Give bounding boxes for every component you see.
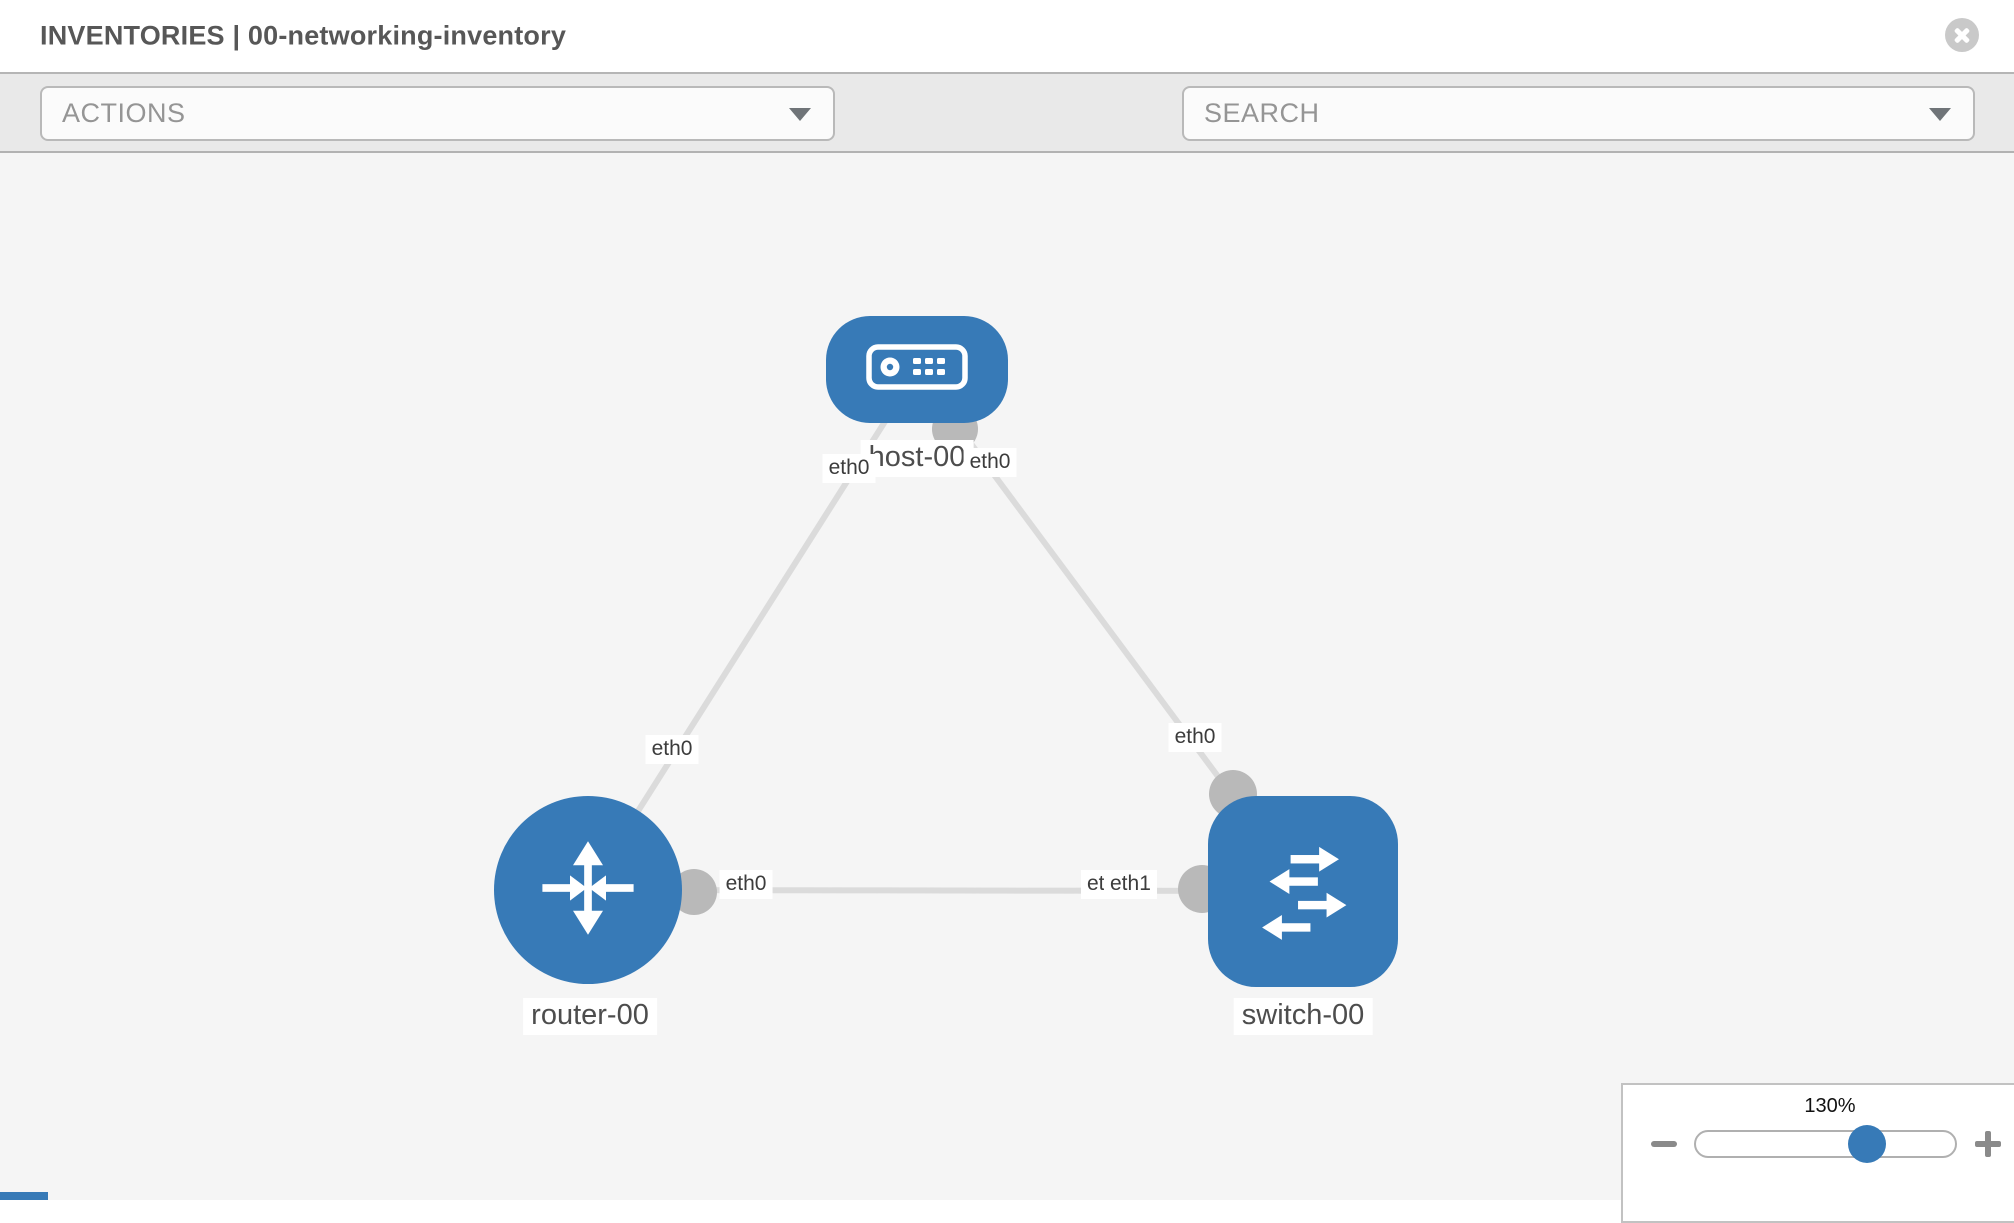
search-dropdown[interactable]: SEARCH bbox=[1182, 86, 1975, 141]
node-label-switch: switch-00 bbox=[1233, 998, 1373, 1035]
close-icon[interactable] bbox=[1945, 18, 1979, 52]
if-label-switch-to-router: eth1 bbox=[1104, 870, 1157, 899]
offscreen-panel-edge bbox=[0, 1192, 48, 1200]
actions-dropdown-label: ACTIONS bbox=[62, 98, 186, 128]
if-label-host-to-router: eth0 bbox=[822, 454, 876, 483]
host-icon bbox=[865, 343, 969, 396]
zoom-in-button[interactable] bbox=[1975, 1131, 2001, 1157]
if-label-switch-to-host: eth0 bbox=[1168, 723, 1222, 752]
actions-dropdown[interactable]: ACTIONS bbox=[40, 86, 835, 141]
if-label-host-to-switch: eth0 bbox=[963, 448, 1017, 477]
node-label-router: router-00 bbox=[523, 998, 657, 1035]
chevron-down-icon bbox=[789, 107, 811, 121]
chevron-down-icon bbox=[1929, 107, 1951, 121]
if-label-router-to-host: eth0 bbox=[645, 735, 699, 764]
zoom-control-panel: 130% bbox=[1621, 1083, 2014, 1223]
toolbar: ACTIONS SEARCH bbox=[0, 72, 2014, 206]
page-title: INVENTORIES | 00-networking-inventory bbox=[40, 20, 567, 51]
zoom-out-button[interactable] bbox=[1651, 1141, 1677, 1147]
topology-canvas[interactable]: host-00 router-00 switch-00 eth0 eth0 et… bbox=[0, 153, 2014, 1223]
page-header: INVENTORIES | 00-networking-inventory bbox=[0, 0, 2014, 72]
switch-icon-node[interactable] bbox=[1208, 796, 1398, 987]
node-label-host: host-00 bbox=[860, 440, 974, 477]
search-dropdown-label: SEARCH bbox=[1204, 98, 1320, 128]
zoom-level-value: 130% bbox=[1804, 1095, 1856, 1117]
topology-links-layer bbox=[585, 369, 1306, 915]
node-router-00[interactable] bbox=[494, 796, 682, 984]
node-host-00[interactable] bbox=[826, 316, 1008, 423]
switch-icon bbox=[1241, 827, 1365, 956]
router-icon bbox=[528, 828, 648, 953]
port-circle-router[interactable] bbox=[671, 869, 717, 915]
if-label-router-to-switch: eth0 bbox=[719, 870, 773, 899]
zoom-slider-track[interactable] bbox=[1694, 1125, 1957, 1163]
zoom-slider-thumb[interactable] bbox=[1848, 1125, 1886, 1163]
